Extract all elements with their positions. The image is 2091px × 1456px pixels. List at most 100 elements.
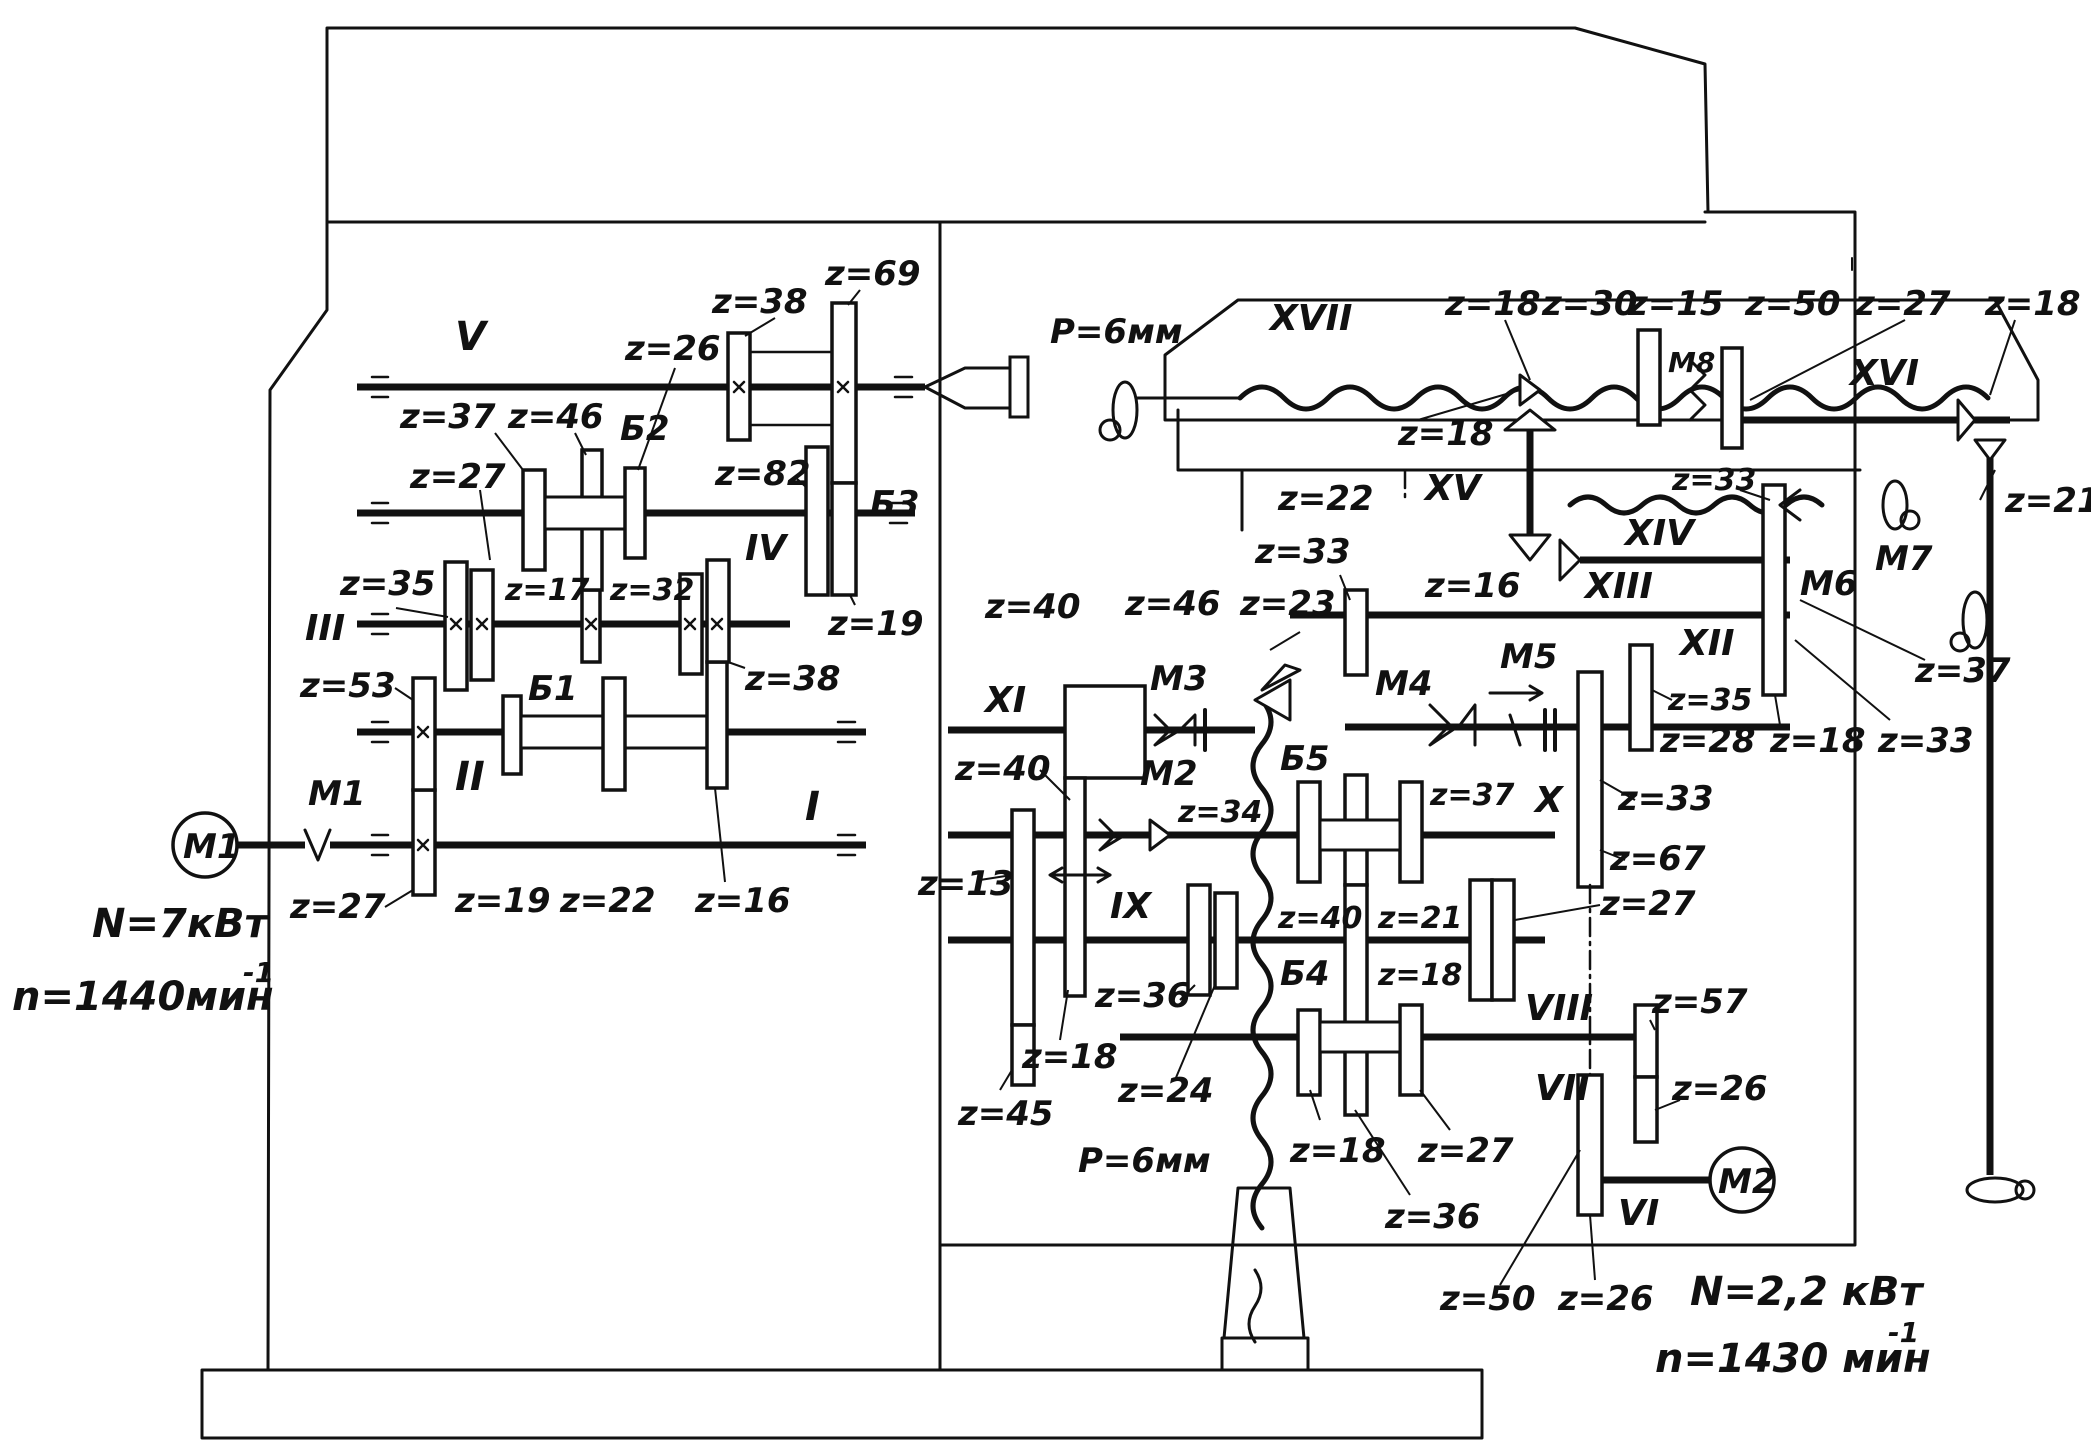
spindle-nose (923, 366, 1012, 410)
gear-label-z30: z=30 (1541, 284, 1638, 324)
gear-z35-shaft-III (443, 560, 469, 692)
motor-m1-label: M1 (183, 827, 241, 867)
gear-z19-shaft-II (501, 694, 523, 776)
gear-z18-XI (1063, 776, 1087, 998)
shaft-I-label: I (805, 784, 820, 830)
gear-label-z19-II: z=19 (454, 881, 551, 921)
handwheel-table-end (1965, 1176, 2036, 1204)
gear-z37-shaft-IV (521, 468, 547, 572)
motor-m1-power: N=7кВт (92, 901, 270, 947)
longitudinal-lead-screw (1237, 384, 1991, 412)
gear-label-z37: z=37 (399, 397, 496, 437)
gear-label-z18-XVII: z=18 (1444, 284, 1541, 324)
gear-z21-X (1398, 780, 1424, 884)
gear-z19-shaft-IV (830, 481, 858, 597)
motor-m2-label: M2 (1718, 1162, 1776, 1202)
pitch-vertical-screw: P=6мм (1078, 1141, 1211, 1181)
gear-label-z69: z=69 (824, 254, 921, 294)
machine-base (200, 1368, 1484, 1440)
gear-z27-VIII (1398, 1003, 1424, 1097)
block-b3-label: Б3 (870, 484, 920, 524)
leader-lines-left (384, 289, 861, 908)
gear-label-z45: z=45 (957, 1094, 1054, 1134)
gear-z18-IX (1468, 878, 1494, 1002)
gear-label-z53: z=53 (299, 666, 396, 706)
gear-label-z26-VIII: z=26 (1671, 1069, 1768, 1109)
shaft-XVI-label: XVI (1848, 353, 1919, 394)
gear-label-z46: z=46 (1124, 584, 1221, 624)
clutch-m5-label: M5 (1500, 637, 1558, 677)
shaft-X-label: X (1533, 780, 1565, 821)
gear-label-z37-XIII: z=37 (1914, 651, 2011, 691)
gear-label-z16: z=16 (694, 881, 791, 921)
clutch-m6-label: M6 (1800, 564, 1858, 604)
gear-label-z35: z=35 (339, 564, 436, 604)
gear-label-z33-XII: z=33 (1877, 721, 1974, 761)
gear-label-z23: z=23 (1239, 584, 1336, 624)
motor-m2-speed: n=1430 мин (1655, 1336, 1931, 1382)
gear-label-z16: z=16 (1424, 566, 1521, 606)
gear-z69-shaft-V (830, 301, 858, 485)
shaft-V-label: V (455, 314, 489, 360)
handwheel-longitudinal (1098, 380, 1242, 442)
clutch-m1-label: M1 (308, 774, 366, 814)
clutch-m7-label: M7 (1875, 539, 1933, 579)
gear-label-z32: z=32 (609, 573, 694, 608)
pitch-lead-screw-top: P=6мм (1050, 312, 1183, 352)
gear-label-z37-X: z=37 (1429, 778, 1514, 813)
gear-label-z33-XIII: z=33 (1254, 532, 1351, 572)
block-b1-label: Б1 (528, 669, 578, 709)
gear-z30-XVII (1636, 328, 1662, 427)
motor-m1-speed: n=1440мин (12, 974, 274, 1020)
table-top (1163, 298, 2040, 422)
handwheel-vertical (1949, 590, 1989, 653)
gear-z40-box (1063, 684, 1147, 780)
motor-m1-speed-exp: -1 (243, 956, 274, 989)
gear-label-z33-XIV: z=33 (1671, 463, 1756, 498)
gear-label-z40-top: z=40 (984, 587, 1081, 627)
gear-z38-shaft-III (705, 558, 731, 664)
column-outline (266, 220, 329, 1372)
shift-arrows (1048, 684, 1544, 884)
spindle-arbor (1008, 355, 1030, 419)
block-b4-hub (1318, 1020, 1402, 1054)
gear-label-z18-XII: z=18 (1769, 721, 1866, 761)
gear-z50-XVI (1720, 346, 1744, 450)
gear-label-z38-V: z=38 (711, 282, 808, 322)
gear-z24-IX (1213, 891, 1239, 990)
gear-label-z82: z=82 (714, 454, 811, 494)
table-outline (1176, 408, 1862, 532)
gear-z18-VIII (1296, 1008, 1322, 1097)
gear-label-z36-IX: z=36 (1094, 976, 1191, 1016)
gear-label-z21: z=21 (1377, 901, 1462, 936)
gear-z13-shaft-X (1010, 808, 1036, 1027)
block-b4-label: Б4 (1280, 954, 1330, 994)
gear-z16-shaft-II (705, 660, 729, 790)
gear-z36-VIII (1343, 883, 1369, 1117)
gear-label-z15: z=15 (1627, 284, 1724, 324)
gear-z27-IX (1490, 878, 1516, 1002)
shaft-XI-label: XI (983, 680, 1026, 721)
block-b5-hub (1318, 818, 1402, 852)
gear-label-z35-XII: z=35 (1667, 683, 1752, 718)
centerlines (1403, 468, 1592, 1077)
gear-label-z22-XIII: z=22 (1277, 479, 1374, 519)
gear-z34-X (1296, 780, 1322, 884)
gear-label-z18-XVI: z=18 (1984, 284, 2081, 324)
shaft-VI-label: VI (1618, 1193, 1659, 1234)
shaft-XV-label: XV (1423, 468, 1484, 509)
leader-lines-right (979, 319, 2016, 1286)
gear-label-z21-XVI: z=21 (2004, 481, 2091, 521)
clutch-m2-label: M2 (1140, 754, 1198, 794)
clutch-m8-label: M8 (1668, 346, 1715, 379)
gear-z18-XII (1761, 483, 1787, 697)
gear-z26-VIII (1633, 1075, 1659, 1144)
gear-label-z34: z=34 (1177, 795, 1262, 830)
bearing-marks-left (370, 375, 914, 857)
machine-frame (200, 26, 2040, 1440)
gear-label-z50-XVI: z=50 (1744, 284, 1841, 324)
shaft-IX-label: IX (1110, 886, 1153, 927)
gear-label-z26-VI: z=26 (1557, 1279, 1654, 1319)
motor-m1 (171, 811, 239, 879)
